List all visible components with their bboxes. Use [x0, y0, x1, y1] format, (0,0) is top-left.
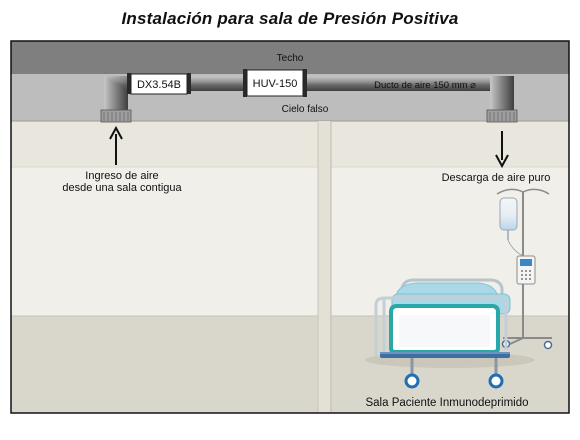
duct-label: Ducto de aire 150 mm ⌀ — [374, 80, 476, 91]
unit-huv150-label: HUV-150 — [253, 78, 298, 90]
bed-wheel-icon — [404, 373, 420, 389]
unit-huv150: HUV-150 — [246, 69, 304, 97]
unit-dx354b: DX3.54B — [130, 73, 188, 95]
intake-label-line1: Ingreso de aire — [85, 170, 158, 182]
unit-dx354b-label: DX3.54B — [137, 79, 181, 91]
ceiling-band — [11, 41, 569, 74]
intake-arrow — [109, 125, 123, 165]
discharge-label: Descarga de aire puro — [442, 172, 551, 184]
discharge-grille — [486, 109, 518, 123]
diagram-title: Instalación para sala de Presión Positiv… — [121, 9, 459, 28]
ceiling-label: Techo — [277, 53, 304, 64]
bed-wheel-icon — [488, 373, 504, 389]
intake-grille — [100, 109, 132, 123]
false-ceiling-label: Cielo falso — [282, 104, 329, 115]
hospital-bed-icon — [365, 278, 535, 389]
wall-upper — [11, 121, 569, 167]
partition-wall — [318, 121, 331, 413]
iv-stand-icon — [496, 188, 553, 350]
room-label: Sala Paciente Inmunodeprimido — [365, 397, 528, 409]
air-duct — [100, 69, 518, 123]
discharge-arrow — [495, 131, 509, 169]
diagram-border — [10, 40, 570, 414]
intake-label-line2: desde una sala contigua — [62, 182, 182, 194]
